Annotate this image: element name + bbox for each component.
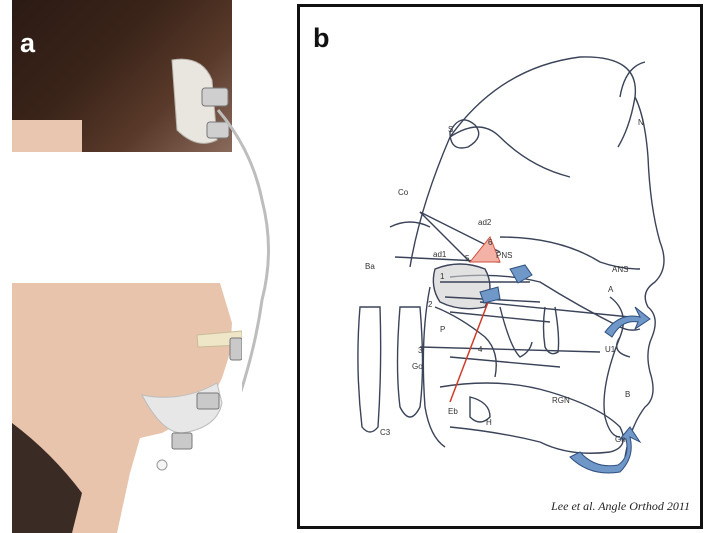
landmark-s: S <box>448 125 453 134</box>
citation: Lee et al. Angle Orthod 2011 <box>551 499 690 514</box>
landmark-ans: ANS <box>612 265 628 274</box>
landmark-co: Co <box>398 188 409 197</box>
arrow-u1 <box>605 307 650 337</box>
number-2: 2 <box>428 300 433 309</box>
number-4: 4 <box>478 345 483 354</box>
landmark-h: H <box>486 418 492 427</box>
landmark-c3: C3 <box>380 428 391 437</box>
headgear-photo-bottom <box>12 283 242 533</box>
number-6: 6 <box>488 238 493 247</box>
landmark-gn: Gn <box>615 435 626 444</box>
number-5: 5 <box>465 254 470 263</box>
landmark-go: Go <box>412 362 423 371</box>
landmark-ad2: ad2 <box>478 218 492 227</box>
landmark-b: B <box>625 390 630 399</box>
number-3: 3 <box>418 346 423 355</box>
landmark-ba: Ba <box>365 262 375 271</box>
landmark-pns: PNS <box>496 251 512 260</box>
landmark-rgn: RGN <box>552 396 570 405</box>
face-profile-photo <box>12 283 242 533</box>
panel-a-label: a <box>20 30 35 57</box>
landmark-a: A <box>608 285 614 294</box>
landmark-n: N <box>638 118 644 127</box>
cephalometric-tracing: S N Co Ba ad2 ad1 PNS ANS A P Go U1 B RG… <box>300 7 700 526</box>
arrow-pns <box>510 265 532 283</box>
number-1: 1 <box>440 272 445 281</box>
arrow-gn <box>570 427 640 473</box>
landmark-ad1: ad1 <box>433 250 447 259</box>
landmark-eb: Eb <box>448 407 458 416</box>
landmark-p: P <box>440 325 445 334</box>
panel-b: b <box>297 4 703 529</box>
landmark-u1: U1 <box>605 345 616 354</box>
panel-a: a <box>0 0 292 533</box>
